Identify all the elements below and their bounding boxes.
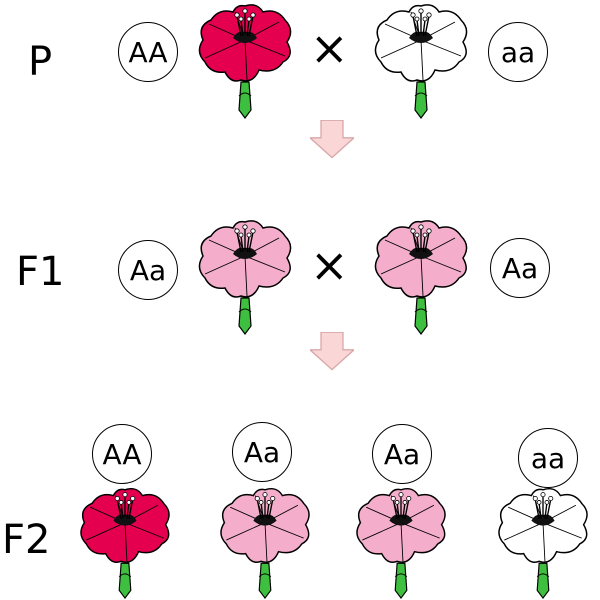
genotype-f2-3: Aa: [372, 424, 432, 484]
generation-label-p: P: [28, 39, 53, 85]
flower-f1-left-pink: [198, 220, 292, 335]
flower-f1-right-pink: [374, 220, 468, 335]
flower-p-left-red: [198, 4, 292, 119]
genotype-f2-1: AA: [92, 424, 152, 484]
flower-f2-1-red: [80, 487, 170, 599]
genotype-f1-left: Aa: [118, 240, 178, 300]
genotype-p-right: aa: [488, 22, 548, 82]
genotype-f1-right: Aa: [490, 238, 550, 298]
flower-p-right-white: [374, 4, 468, 119]
genotype-p-left: AA: [118, 22, 178, 82]
flower-f2-3-pink: [356, 487, 446, 599]
flower-f2-2-pink: [220, 487, 310, 599]
flower-f2-4-white: [498, 487, 588, 599]
generation-label-f1: F1: [16, 249, 65, 295]
down-arrow-icon: [310, 332, 354, 371]
cross-symbol-f1: ×: [310, 238, 349, 292]
genotype-f2-2: Aa: [232, 422, 292, 482]
cross-symbol-p: ×: [310, 21, 349, 75]
generation-label-f2: F2: [2, 517, 51, 563]
genotype-f2-4: aa: [518, 428, 578, 488]
down-arrow-icon: [310, 120, 354, 159]
